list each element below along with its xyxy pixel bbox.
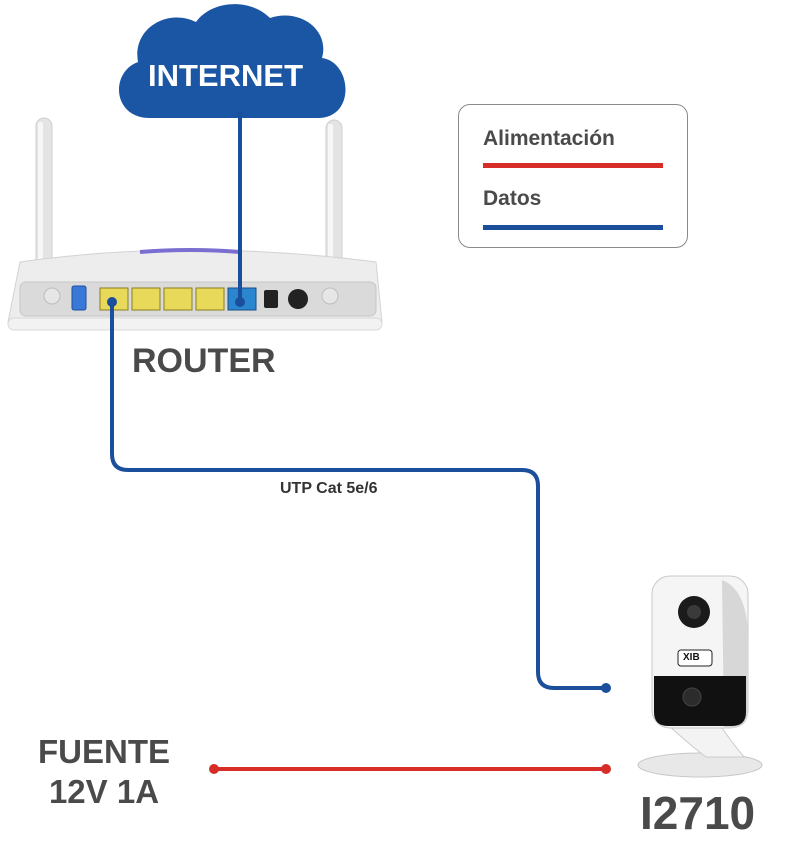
camera-icon [637, 575, 763, 778]
data-line-utp [107, 297, 611, 693]
power-supply-spec: 12V 1A [48, 773, 160, 810]
legend: Alimentación Datos [458, 104, 688, 248]
legend-label-power: Alimentación [483, 127, 615, 150]
camera-model-label: I2710 [640, 787, 756, 839]
legend-swatch-data [483, 225, 663, 230]
router-icon [7, 248, 383, 331]
power-supply-title: FUENTE [38, 733, 170, 770]
cable-label: UTP Cat 5e/6 [280, 480, 378, 497]
legend-swatch-power [483, 163, 663, 168]
legend-label-data: Datos [483, 187, 542, 210]
internet-cloud-icon [118, 4, 346, 118]
internet-label: INTERNET [148, 58, 303, 93]
router-label: ROUTER [132, 342, 276, 380]
power-line [209, 764, 611, 774]
power-supply-label: FUENTE 12V 1A [38, 732, 170, 812]
camera-badge: XIB [683, 652, 700, 663]
data-line-internet [235, 112, 245, 307]
